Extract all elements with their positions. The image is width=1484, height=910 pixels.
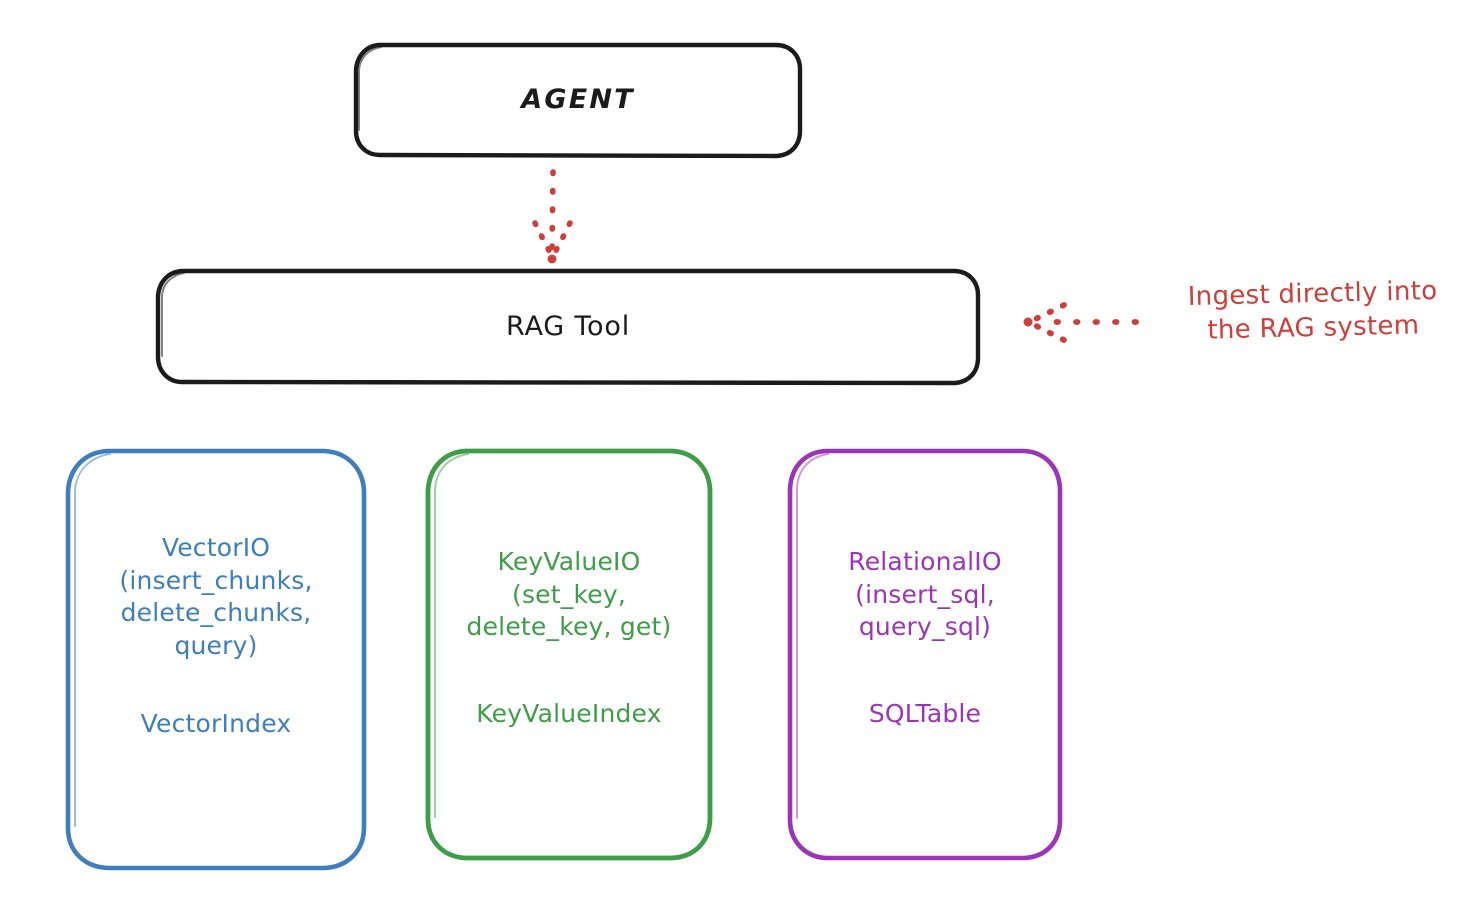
vector-io-api-label: VectorIO (insert_chunks, delete_chunks, … — [119, 533, 313, 660]
vector-io-index-label: VectorIndex — [140, 709, 292, 738]
agent-label: AGENT — [521, 84, 635, 116]
relational-io-node[interactable]: RelationalIO (insert_sql, query_sql) SQL… — [790, 450, 1060, 858]
connector-ingest-to-rag-tool — [1023, 302, 1139, 343]
agent-box-outline — [353, 42, 803, 159]
relational-io-api-label: RelationalIO (insert_sql, query_sql) — [848, 547, 1002, 641]
vector-io-box-outline — [65, 448, 367, 871]
relational-io-box-outline — [787, 448, 1063, 861]
key-value-io-node[interactable]: KeyValueIO (set_key, delete_key, get) Ke… — [428, 450, 710, 858]
key-value-io-api-label: KeyValueIO (set_key, delete_key, get) — [466, 547, 672, 641]
ingest-annotation-label: Ingest directly into the RAG system — [1187, 275, 1438, 346]
connector-agent-to-rag-tool — [532, 169, 573, 264]
key-value-io-index-label: KeyValueIndex — [476, 699, 662, 728]
relational-io-index-label: SQLTable — [868, 699, 982, 728]
vector-io-node[interactable]: VectorIO (insert_chunks, delete_chunks, … — [68, 450, 364, 868]
key-value-io-box-outline — [425, 448, 713, 861]
rag-tool-box-outline — [155, 268, 981, 386]
rag-tool-node[interactable]: RAG Tool — [158, 270, 978, 383]
agent-node[interactable]: AGENT — [356, 44, 800, 156]
rag-tool-label: RAG Tool — [505, 310, 630, 342]
